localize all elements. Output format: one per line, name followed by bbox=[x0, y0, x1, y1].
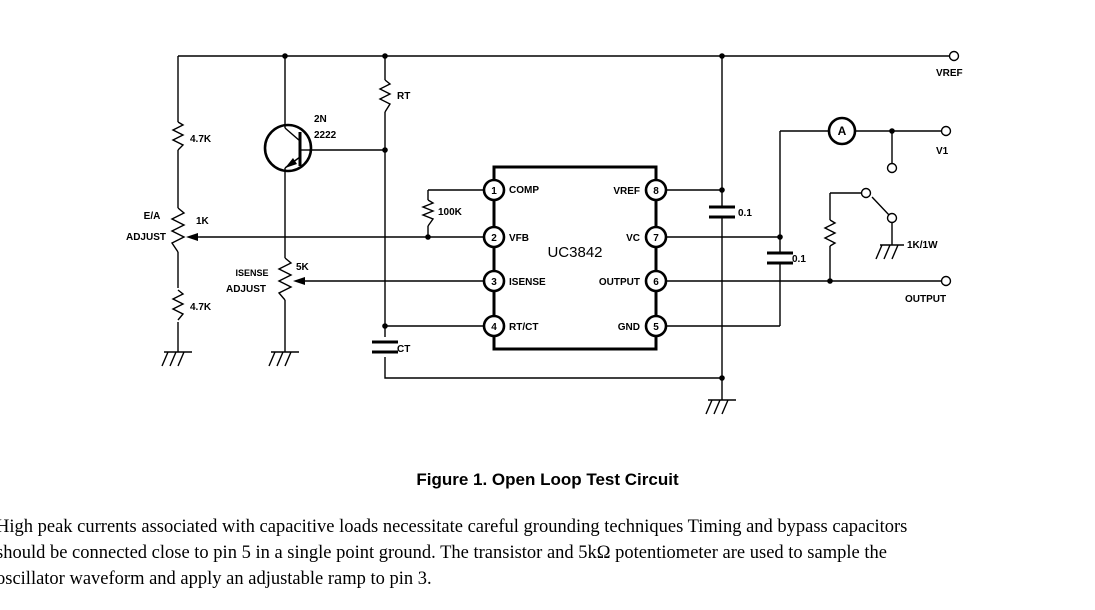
label-transistor-line2: 2222 bbox=[314, 130, 337, 141]
pin-7-label: VC bbox=[626, 233, 640, 244]
ground-icon bbox=[268, 351, 299, 367]
label-v1-terminal: V1 bbox=[936, 146, 949, 157]
label-isense-line1: ISENSE bbox=[235, 268, 268, 278]
figure-caption: Figure 1. Open Loop Test Circuit bbox=[416, 470, 679, 489]
pin-8-label: VREF bbox=[613, 186, 640, 197]
body-paragraph: High peak currents associated with capac… bbox=[0, 514, 1091, 592]
component-labels: RT CT 4.7K 4.7K 2N 2222 E/A ADJUST 1K 10… bbox=[126, 68, 963, 355]
chip-name: UC3842 bbox=[547, 244, 602, 261]
label-isense-line2: ADJUST bbox=[226, 284, 266, 295]
label-output-terminal: OUTPUT bbox=[905, 294, 946, 305]
label-vref-terminal: VREF bbox=[936, 68, 963, 79]
paragraph-line-2: should be connected close to pin 5 in a … bbox=[0, 543, 887, 563]
label-pot-5k: 5K bbox=[296, 262, 310, 273]
label-ea-line2: ADJUST bbox=[126, 232, 166, 243]
resistor-4-7k-top bbox=[171, 121, 185, 151]
wiper-arrow-5k bbox=[293, 277, 305, 285]
pin-3-number: 3 bbox=[491, 277, 497, 288]
potentiometer-1k bbox=[170, 207, 186, 253]
pin-4-label: RT/CT bbox=[509, 322, 538, 333]
pin-7-number: 7 bbox=[653, 233, 659, 244]
pin-4-number: 4 bbox=[491, 322, 497, 333]
pin-1-label: COMP bbox=[509, 185, 539, 196]
label-transistor-line1: 2N bbox=[314, 114, 327, 125]
wiper-arrow-1k bbox=[186, 233, 198, 241]
paragraph-line-1: High peak currents associated with capac… bbox=[0, 517, 908, 537]
ammeter: A bbox=[827, 116, 857, 146]
uc3842-chip: UC3842 1 COMP 2 VFB 3 ISENSE 4 RT/CT 8 V… bbox=[482, 165, 668, 351]
paragraph-line-3: oscillator waveform and apply an adjusta… bbox=[0, 569, 432, 589]
pin-8-number: 8 bbox=[653, 186, 659, 197]
resistor-4-7k-bottom bbox=[171, 289, 185, 321]
open-loop-test-circuit-schematic: A UC3842 1 bbox=[126, 50, 963, 415]
capacitors bbox=[372, 205, 793, 354]
ammeter-label: A bbox=[838, 124, 847, 138]
label-cap-vc: 0.1 bbox=[792, 254, 806, 265]
ground-icon bbox=[161, 351, 192, 367]
potentiometer-5k bbox=[277, 257, 293, 301]
label-r-top: 4.7K bbox=[190, 134, 212, 145]
resistor-load bbox=[823, 219, 837, 247]
label-ea-line1: E/A bbox=[144, 211, 161, 222]
pin-6-number: 6 bbox=[653, 277, 659, 288]
resistor-100k bbox=[421, 199, 435, 227]
label-pot-1k: 1K bbox=[196, 216, 210, 227]
pin-5-number: 5 bbox=[653, 322, 659, 333]
pin-2-number: 2 bbox=[491, 233, 497, 244]
ground-icon bbox=[705, 399, 736, 415]
label-load: 1K/1W bbox=[907, 240, 938, 251]
ground-symbols bbox=[161, 244, 899, 415]
pin-6-label: OUTPUT bbox=[599, 277, 640, 288]
pin-1-number: 1 bbox=[491, 186, 497, 197]
terminals bbox=[860, 50, 960, 287]
resistors bbox=[170, 79, 837, 321]
label-100k: 100K bbox=[438, 207, 463, 218]
pin-3-label: ISENSE bbox=[509, 277, 546, 288]
label-ct: CT bbox=[397, 344, 410, 355]
junction-dots bbox=[282, 53, 895, 381]
pin-2-label: VFB bbox=[509, 233, 529, 244]
transistor-2n2222 bbox=[263, 123, 313, 173]
label-r-bottom: 4.7K bbox=[190, 302, 212, 313]
label-rt: RT bbox=[397, 91, 410, 102]
resistor-rt bbox=[378, 79, 392, 113]
pin-5-label: GND bbox=[618, 322, 640, 333]
ground-icon bbox=[875, 244, 899, 260]
label-cap-vref: 0.1 bbox=[738, 208, 752, 219]
